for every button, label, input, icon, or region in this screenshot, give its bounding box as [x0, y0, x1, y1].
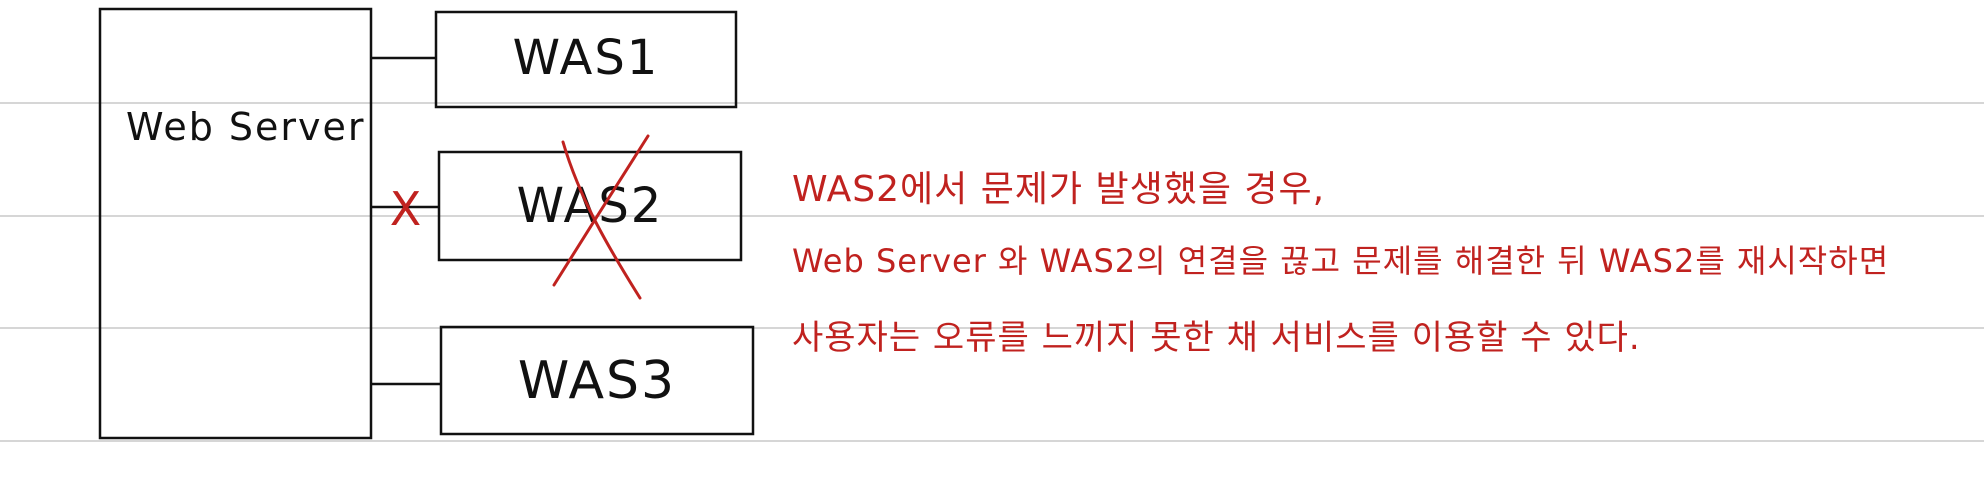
annotation-notes: WAS2에서 문제가 발생했을 경우, Web Server 와 WAS2의 연… — [792, 169, 1889, 358]
note-line-3: 사용자는 오류를 느끼지 못한 채 서비스를 이용할 수 있다. — [792, 318, 1641, 358]
cross-stroke — [552, 134, 650, 287]
was1-box — [434, 10, 738, 109]
web-server-node: Web Server — [98, 7, 373, 440]
web-server-box — [98, 7, 373, 440]
cross-stroke — [561, 140, 642, 300]
was3-node: WAS3 — [439, 325, 755, 436]
was1-node: WAS1 — [434, 10, 738, 109]
ruled-lines — [0, 102, 1984, 442]
was1-label: WAS1 — [513, 30, 660, 86]
was3-label: WAS3 — [518, 351, 676, 411]
note-line-2: Web Server 와 WAS2의 연결을 끊고 문제를 해결한 뒤 WAS2… — [792, 242, 1889, 280]
was3-box — [439, 325, 755, 436]
was2-node: WAS2 — [437, 150, 743, 262]
was2-failure-cross — [552, 134, 650, 300]
web-server-label: Web Server — [126, 105, 366, 149]
note-line-1: WAS2에서 문제가 발생했을 경우, — [792, 169, 1325, 210]
connection-cut-mark: X — [390, 182, 423, 236]
